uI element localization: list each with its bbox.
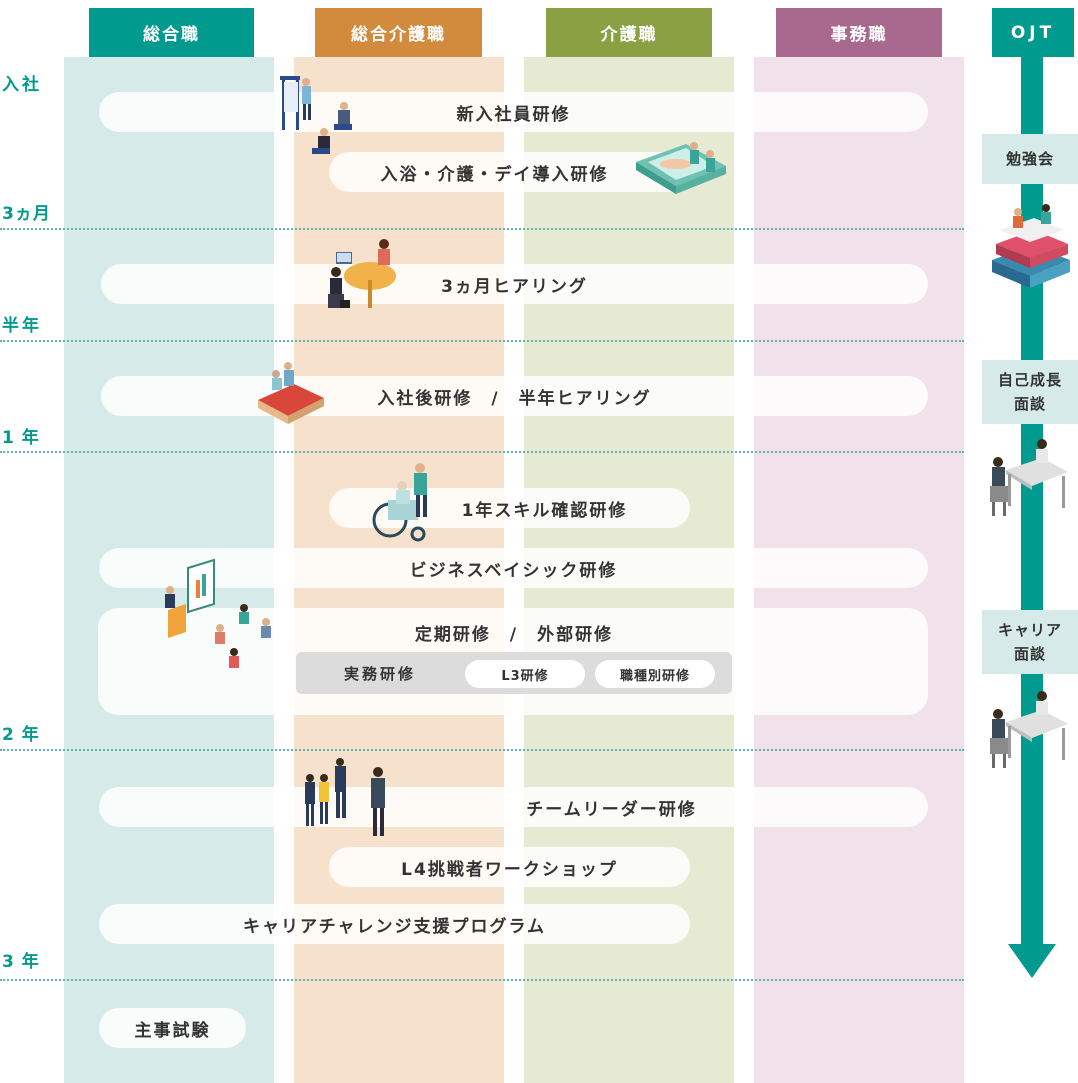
label-2y: 2 年 bbox=[2, 725, 40, 745]
header-care: 介護職 bbox=[546, 8, 712, 57]
ojt-benkyo: 勉強会 bbox=[982, 134, 1078, 184]
program-nyuyoku: 入浴・介護・デイ導入研修 bbox=[329, 152, 690, 192]
line-2y bbox=[0, 749, 964, 751]
program-shuji: 主事試験 bbox=[99, 1008, 246, 1048]
program-jitsumu: 実務研修 bbox=[344, 665, 417, 683]
label-half: 半年 bbox=[2, 316, 42, 336]
program-l3: L3研修 bbox=[465, 660, 585, 688]
ojt-arrow-head-icon bbox=[1008, 944, 1056, 978]
ojt-career: キャリア 面談 bbox=[982, 610, 1078, 674]
label-start: 入社 bbox=[2, 75, 42, 95]
ojt-jiko: 自己成長 面談 bbox=[982, 360, 1078, 424]
bed-care-icon bbox=[258, 362, 324, 424]
header-care-general: 総合介護職 bbox=[315, 8, 482, 57]
header-general: 総合職 bbox=[89, 8, 254, 57]
meeting-table-icon bbox=[328, 239, 396, 308]
bath-care-icon bbox=[636, 142, 726, 194]
program-career: キャリアチャレンジ支援プログラム bbox=[99, 904, 690, 944]
line-3y bbox=[0, 979, 964, 981]
program-nyushago: 入社後研修 / 半年ヒアリング bbox=[101, 376, 928, 416]
team-standing-icon bbox=[305, 758, 385, 836]
program-3m-hearing: 3ヵ月ヒアリング bbox=[101, 264, 928, 304]
presentation-icon bbox=[165, 558, 271, 668]
line-3m bbox=[0, 228, 964, 230]
program-leader: チームリーダー研修 bbox=[99, 787, 928, 827]
header-ojt: OJT bbox=[992, 8, 1074, 57]
label-1y: 1 年 bbox=[2, 428, 40, 448]
line-half bbox=[0, 340, 964, 342]
program-shokushu: 職種別研修 bbox=[595, 660, 715, 688]
header-office: 事務職 bbox=[776, 8, 942, 57]
interview-desk-icon bbox=[990, 691, 1068, 768]
wheelchair-icon bbox=[372, 463, 427, 542]
program-business: ビジネスベイシック研修 bbox=[99, 548, 928, 588]
interview-desk-icon bbox=[990, 439, 1068, 516]
program-shinnyu: 新入社員研修 bbox=[99, 92, 928, 132]
label-3y: 3 年 bbox=[2, 952, 40, 972]
books-study-icon bbox=[992, 204, 1070, 288]
lecture-icon bbox=[280, 76, 352, 154]
label-3m: 3ヵ月 bbox=[2, 204, 51, 224]
program-teiki: 定期研修 / 外部研修 bbox=[414, 625, 614, 645]
line-1y bbox=[0, 451, 964, 453]
program-l4: L4挑戦者ワークショップ bbox=[329, 847, 690, 887]
